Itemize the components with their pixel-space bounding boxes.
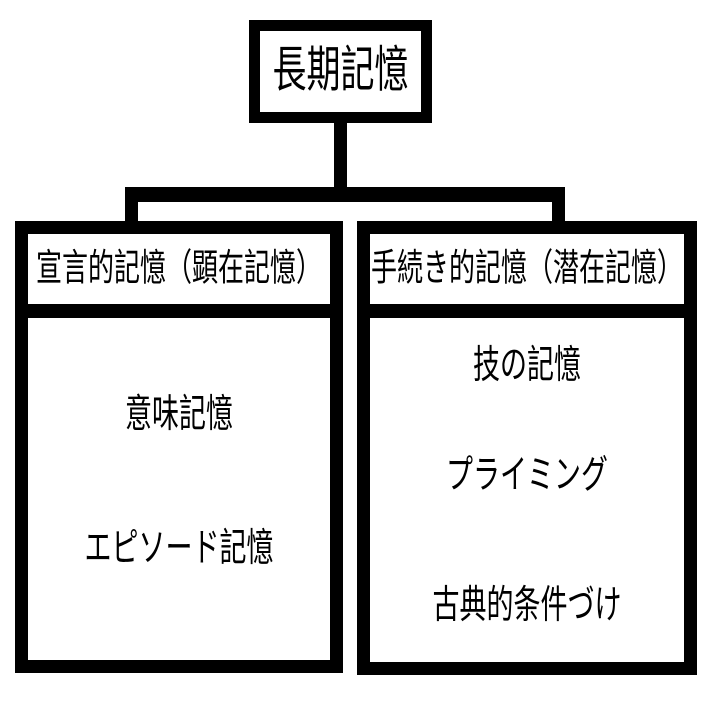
connector-crossbar [125,187,565,202]
episodic-memory-label: エピソード記憶 [84,526,274,570]
list-item-classical-conditioning: 古典的条件づけ [370,583,684,627]
classical-conditioning-label: 古典的条件づけ [432,583,622,627]
declarative-memory-title: 宣言的記憶（顕在記憶） [35,245,322,290]
root-node-label: 長期記憶 [272,43,409,99]
semantic-memory-label: 意味記憶 [125,392,233,436]
procedural-memory-box: 手続き的記憶（潜在記憶） 技の記憶 プライミング 古典的条件づけ [357,221,697,675]
procedural-memory-body: 技の記憶 プライミング 古典的条件づけ [370,318,684,662]
list-item-episodic-memory: エピソード記憶 [28,526,330,570]
connector-drop-left [125,200,138,224]
declarative-header-separator [28,304,330,318]
declarative-memory-body: 意味記憶 エピソード記憶 [28,318,330,660]
procedural-memory-title: 手続き的記憶（潜在記憶） [370,245,683,290]
skill-memory-label: 技の記憶 [473,343,581,387]
priming-label: プライミング [446,453,608,497]
declarative-memory-box: 宣言的記憶（顕在記憶） 意味記憶 エピソード記憶 [15,221,343,673]
list-item-priming: プライミング [370,453,684,497]
root-node-box: 長期記憶 [249,20,432,123]
declarative-memory-header: 宣言的記憶（顕在記憶） [28,234,330,304]
list-item-skill-memory: 技の記憶 [370,343,684,387]
list-item-semantic-memory: 意味記憶 [28,392,330,436]
procedural-memory-header: 手続き的記憶（潜在記憶） [370,234,684,304]
connector-drop-right [552,200,565,224]
connector-stem [334,120,347,190]
procedural-header-separator [370,304,684,318]
